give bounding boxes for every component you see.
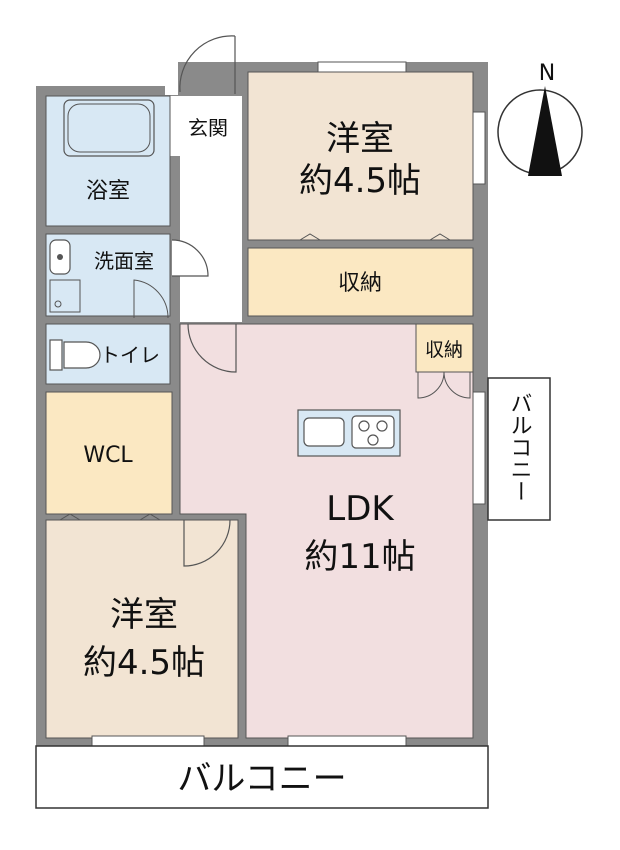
balcony-east-label: バルコニー [507,392,532,502]
south-room-door-icon [183,519,231,567]
wcl-door-icon [59,513,161,521]
washroom-door-icon [171,239,209,277]
window-north-room [317,61,407,73]
ldk-door-icon [187,323,237,373]
toilet-bowl-icon [63,341,101,369]
balcony-south-label: バルコニー [177,759,346,799]
compass-needle-icon [528,86,562,176]
entrance-label: 玄関 [188,116,228,140]
storage-main-label: 収納 [338,271,382,296]
wcl-floor [45,391,173,515]
bathtub-inner [67,103,151,153]
ldk-size: 約11帖 [304,537,415,577]
bathtub [63,99,155,157]
toilet-tank-icon [49,339,63,371]
western-room-south-floor [45,519,239,739]
compass-label: N [539,61,555,86]
wash-door-icon [133,279,169,319]
burner-icon [358,420,370,432]
entrance-door-icon [179,35,236,94]
washing-machine-pan-icon [49,279,81,313]
wcl-label: WCL [83,443,133,468]
window-east-room [472,111,486,185]
storage-ldk-label: 収納 [425,339,463,361]
western-room-south-size: 約4.5帖 [83,643,205,683]
burner-icon [367,434,379,446]
kitchen-sink-icon [303,417,345,447]
storage-ldk-door-icon [417,371,471,399]
drain-icon [54,300,62,308]
window-ldk-south [287,735,407,747]
western-room-north-size: 約4.5帖 [299,161,421,201]
storage-main-floor [247,247,474,317]
entrance-floor [165,96,242,156]
burner-icon [376,420,388,432]
western-room-south-name: 洋室 [110,595,178,635]
toilet-label: トイレ [100,343,160,367]
sink-drain-icon [57,254,63,260]
stove-icon [351,415,395,449]
washroom-label: 洗面室 [94,249,154,273]
ldk-name: LDK [326,489,395,529]
closet-door-icon [299,233,451,241]
window-south-room [91,735,205,747]
balcony-east [487,377,551,521]
bathroom-label: 浴室 [86,179,130,204]
western-room-north-name: 洋室 [326,119,394,159]
balcony-south [35,745,489,809]
window-ldk-east [472,391,486,505]
